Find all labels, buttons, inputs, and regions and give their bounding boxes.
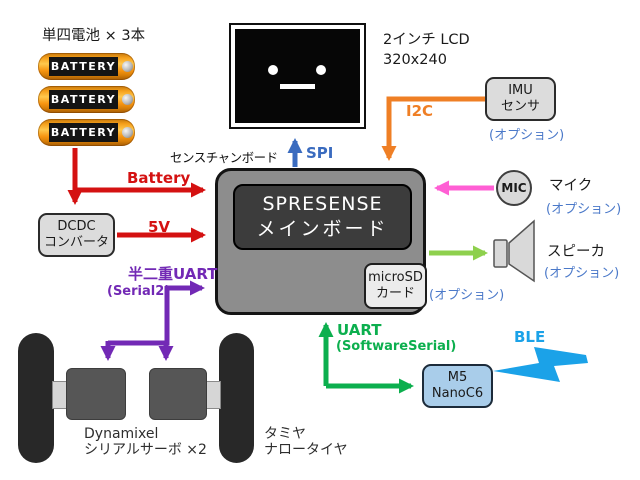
m5-line1: M5: [447, 369, 468, 385]
mic-icon-text: MIC: [501, 181, 527, 195]
wheel-left-icon: [18, 333, 54, 463]
face-eye-right-icon: [316, 65, 326, 75]
mic-option-label: (オプション): [546, 202, 622, 217]
spi-label: SPI: [306, 144, 334, 162]
battery-icon: BATTERY: [38, 86, 135, 113]
imu-line1: IMU: [508, 82, 533, 98]
battery-icon: BATTERY: [38, 119, 135, 146]
mic-label: マイク: [549, 178, 593, 194]
battery-terminal-icon: [122, 61, 133, 72]
spresense-board: SPRESENSE メインボード microSD カード: [215, 168, 427, 315]
battery-terminal-icon: [122, 94, 133, 105]
battery-text: BATTERY: [49, 123, 118, 142]
dcdc-line2: コンバータ: [43, 235, 109, 250]
battery-icon: BATTERY: [38, 53, 135, 80]
microsd-option-label: (オプション): [429, 288, 505, 303]
imu-sensor-box: IMU センサ: [485, 77, 556, 121]
lcd-title: 2インチ LCD: [383, 32, 470, 48]
servo-label-line1: Dynamixel: [84, 426, 159, 442]
lcd-screen: [235, 29, 360, 123]
ble-label: BLE: [514, 328, 546, 346]
battery-pack-label: 単四電池 × 3本: [42, 28, 146, 44]
i2c-arrow: [381, 96, 485, 161]
speaker-label: スピーカ: [547, 244, 605, 260]
microsd-line1: microSD: [368, 270, 423, 286]
i2c-label: I2C: [406, 102, 434, 120]
serial2-label: (Serial2): [107, 284, 171, 299]
lcd-display: [229, 23, 366, 129]
face-eye-left-icon: [268, 65, 278, 75]
servo-left-icon: [66, 368, 126, 420]
board-label: センスチャンボード: [170, 150, 278, 165]
spresense-core-box: SPRESENSE メインボード: [233, 184, 412, 250]
softwareserial-label: (SoftwareSerial): [336, 339, 457, 354]
m5-nanoc6-box: M5 NanoC6: [422, 364, 493, 408]
uart-label: UART: [337, 321, 382, 339]
m5-line2: NanoC6: [431, 386, 484, 401]
halfduplex-uart-label: 半二重UART: [128, 265, 218, 283]
face-mouth-icon: [280, 84, 315, 89]
lcd-resolution: 320x240: [383, 52, 447, 68]
battery-wire-label: Battery: [127, 169, 191, 187]
battery-text: BATTERY: [49, 57, 118, 76]
lightning-bolt-icon: [493, 347, 588, 382]
battery-terminal-icon: [122, 127, 133, 138]
dcdc-converter-box: DCDC コンバータ: [38, 213, 115, 257]
tire-label-line2: ナロータイヤ: [264, 442, 348, 458]
imu-option-label: (オプション): [489, 128, 565, 143]
servo-label-line2: シリアルサーボ ×2: [84, 442, 207, 458]
servo-right-icon: [149, 368, 207, 420]
spresense-line1: SPRESENSE: [262, 193, 383, 216]
mic-icon: MIC: [496, 170, 532, 206]
battery-text: BATTERY: [49, 90, 118, 109]
speaker-option-label: (オプション): [544, 266, 620, 281]
speaker-cone-icon: [508, 219, 535, 283]
microsd-box: microSD カード: [364, 263, 427, 309]
spresense-line2: メインボード: [256, 218, 389, 240]
5v-wire-label: 5V: [148, 218, 171, 236]
wheel-right-icon: [219, 333, 254, 463]
microsd-line2: カード: [375, 286, 415, 301]
tire-label-line1: タミヤ: [264, 426, 306, 442]
speaker-icon: [493, 239, 508, 268]
dcdc-line1: DCDC: [57, 218, 96, 234]
imu-line2: センサ: [500, 99, 540, 114]
